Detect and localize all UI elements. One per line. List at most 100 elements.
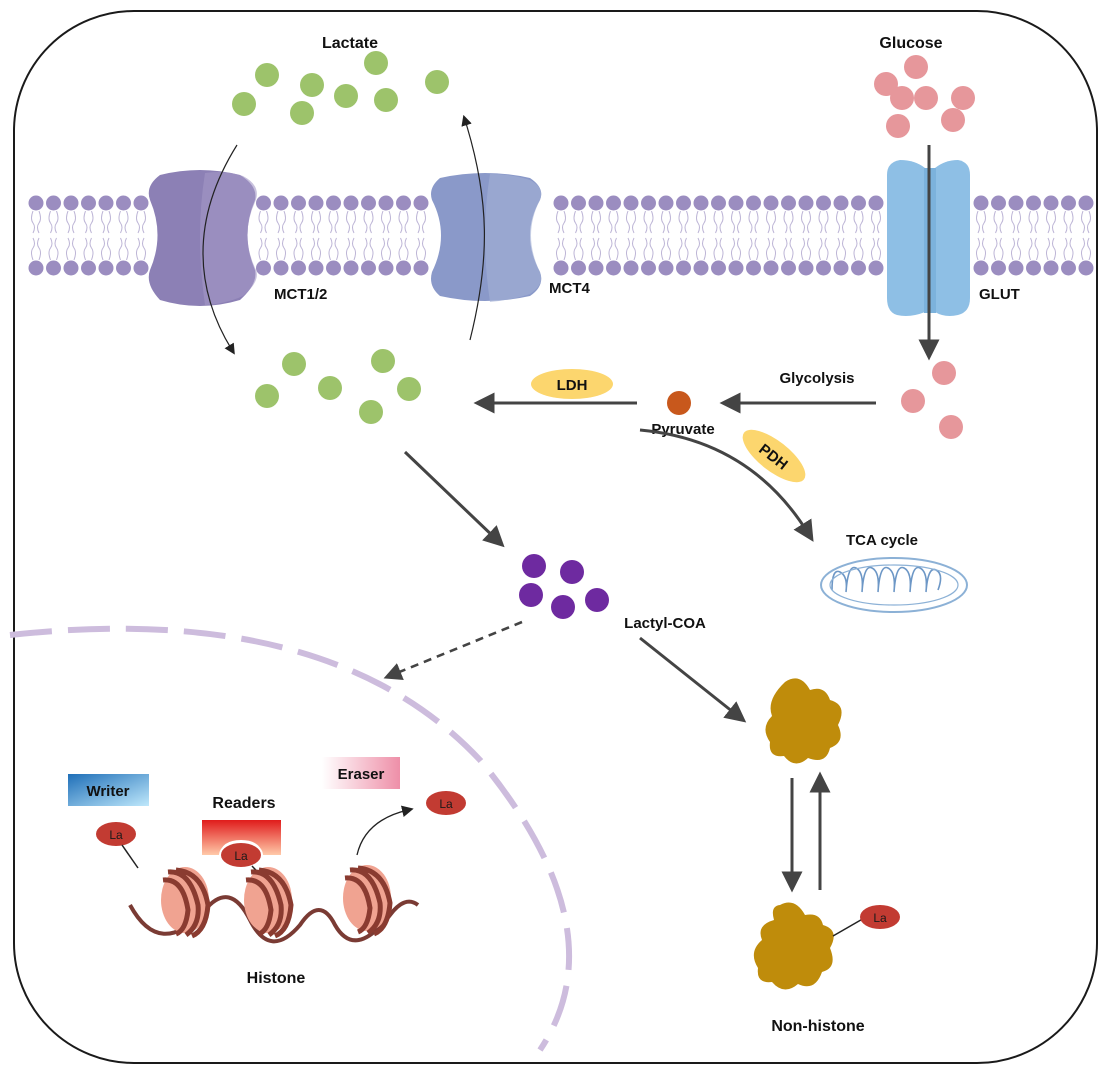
lipid-tail [818,237,829,261]
glucose-extracellular-molecule [890,86,914,110]
la-writer-linker [121,844,139,869]
glucose-intracellular-dots [901,361,963,439]
lipid-head [641,260,656,276]
lipid-head [991,260,1006,276]
lipid-tail [346,237,356,261]
lipid-head [273,260,289,276]
lipid-tail [1011,210,1021,234]
lipid-head [641,195,656,211]
lipid-head [63,260,79,276]
la-tag-non-histone-label: La [873,911,887,925]
lipid-head [711,260,726,276]
glucose-extracellular-molecule [904,55,928,79]
lipid-tail [328,237,339,261]
lipid-tail [1028,210,1039,234]
lipid-head [98,195,114,211]
lipid-tail [643,237,654,261]
lipid-tail [643,210,654,234]
lipid-head [116,260,131,276]
lactate-to-lactylcoa-arrow [403,450,505,548]
reader-protein [202,820,281,855]
lipid-tail [1046,237,1056,261]
la-tag-writer [96,822,136,846]
lipid-tail [818,210,829,234]
lipid-head [868,195,884,211]
lipid-tail [713,237,724,261]
ldh-label: LDH [557,377,588,394]
lipid-head [798,260,814,276]
lactylcoa-to-protein-arrow [639,636,747,723]
lipid-tail [311,237,321,261]
lactate-extracellular-molecule [334,84,358,108]
lipid-head [676,195,691,211]
mct4-label: MCT4 [549,280,590,297]
lipid-tail [836,210,846,234]
lipid-head [361,260,376,276]
nucleosome-2 [244,867,294,939]
lipid-tail [731,210,741,234]
lipid-head [1026,195,1041,211]
lipid-tail [608,210,619,234]
lipid-head [291,260,306,276]
lactate-intracellular-molecule [255,384,279,408]
lipid-tail [853,237,864,261]
lipid-head [658,260,674,276]
lipid-tail [713,210,724,234]
lipid-tail [976,237,986,261]
lipid-tail [853,210,864,234]
lipid-tail [398,210,409,234]
lipid-tail [83,210,94,234]
lipid-tail [678,210,689,234]
la-tag-writer-label: La [109,828,123,842]
lipid-head [571,195,586,211]
lipid-tail [83,237,94,261]
eraser-label: Eraser [338,766,385,783]
lipid-head [63,195,79,211]
lactyl-coa-molecule [585,588,609,612]
chromatin-nucleosomes [128,865,420,944]
cell-membrane-outline [13,10,1098,1064]
lipid-head [396,260,411,276]
lipid-head [833,260,849,276]
lipid-head [1061,260,1076,276]
lactyl-coa-dots [519,554,609,619]
lipid-tail [31,210,41,234]
lipid-head [588,260,604,276]
lipid-head [851,260,866,276]
lipid-head [1061,195,1076,211]
lactate-extracellular-dots [232,51,449,125]
nucleosome-3 [343,865,393,937]
lipid-head [1078,260,1094,276]
lipid-head [28,260,44,276]
lactate-extracellular-molecule [300,73,324,97]
lipid-head [361,195,376,211]
lipid-tail [363,237,374,261]
pdh-arrow [639,428,814,542]
glucose-extracellular-molecule [886,114,910,138]
glucose-intracellular-molecule [932,361,956,385]
lipid-tail [801,237,811,261]
lactate-export-arrow [461,114,485,341]
lactate-extracellular-molecule [425,70,449,94]
glucose-extracellular-dots [874,55,975,138]
lipid-head [133,260,149,276]
lipid-head [746,195,761,211]
lactate-extracellular-molecule [364,51,388,75]
nuclear-envelope [9,625,573,1052]
lipid-tail [328,210,339,234]
lipid-head [326,195,341,211]
lipid-head [868,260,884,276]
lipid-tail [1046,210,1056,234]
ldh-enzyme [531,369,613,399]
lipid-head [326,260,341,276]
lipid-tail [31,237,41,261]
lipid-tail [748,237,759,261]
lipid-head [571,260,586,276]
mitochondrion-icon [820,557,968,613]
lipid-tail [136,237,146,261]
mct12-label: MCT1/2 [274,286,327,303]
lipid-tail [783,237,794,261]
lipid-tail [118,210,129,234]
lipid-tail [101,237,111,261]
lipid-head [693,195,709,211]
